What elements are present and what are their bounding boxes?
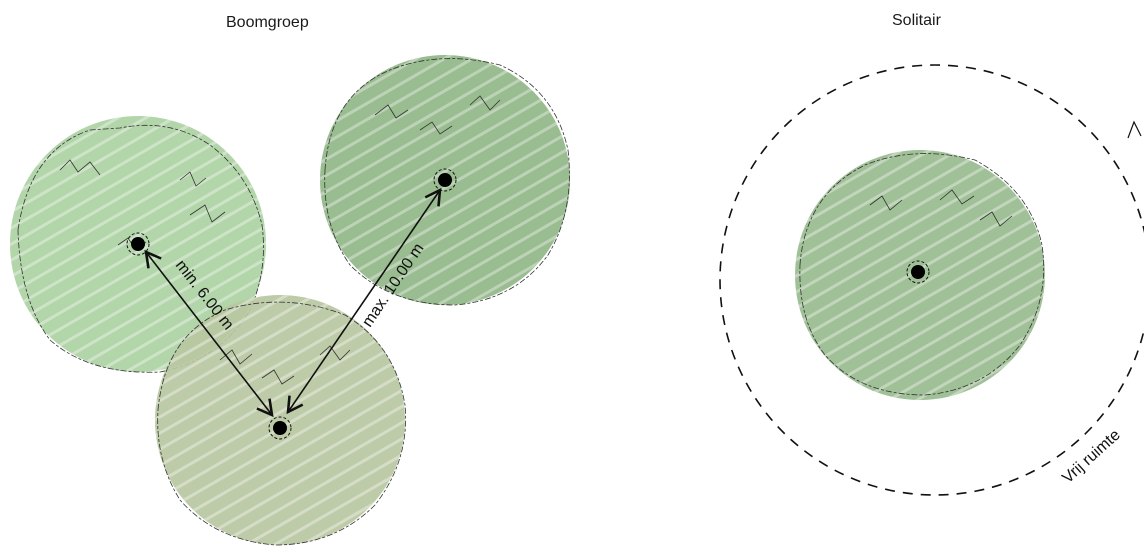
free-space-label: Vrij ruimte bbox=[1059, 426, 1124, 486]
trunk-right bbox=[433, 168, 457, 192]
min-distance-arrow bbox=[144, 249, 274, 418]
free-space-arrowhead-icon bbox=[1127, 120, 1142, 139]
solitair-title: Solitair bbox=[892, 12, 941, 29]
boomgroep-title: Boomgroep bbox=[226, 14, 309, 31]
max-distance-arrow bbox=[286, 187, 442, 415]
free-space-circle bbox=[719, 64, 1144, 496]
trunk-bottom bbox=[268, 416, 292, 440]
trunk-solitary bbox=[906, 260, 930, 284]
tree-crown-bottom bbox=[155, 295, 406, 546]
trunk-left bbox=[126, 232, 150, 256]
